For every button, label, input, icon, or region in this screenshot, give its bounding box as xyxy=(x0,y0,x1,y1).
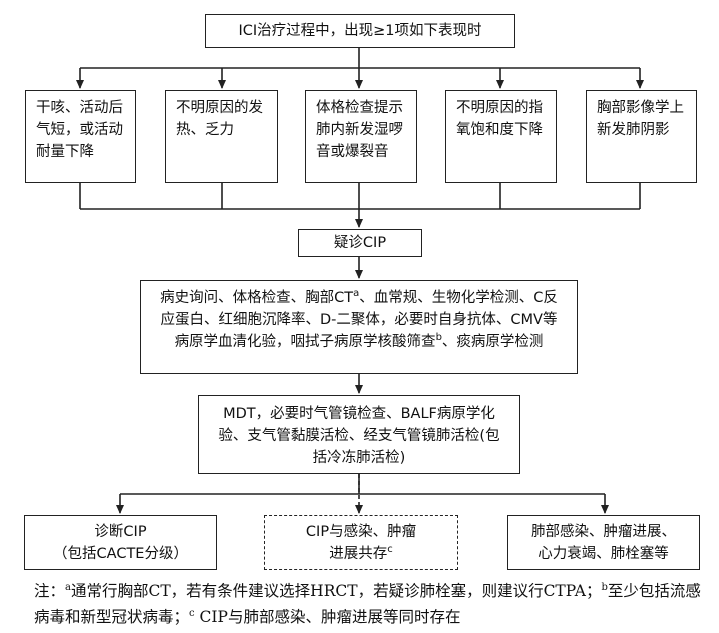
symptom-box-4: 不明原因的指氧饱和度下降 xyxy=(445,90,557,183)
diagnosis-box: 诊断CIP （包括CACTE分级） xyxy=(24,515,217,570)
footnote: 注：a通常行胸部CT，若有条件建议选择HRCT，若疑诊肺栓塞，则建议行CTPA；… xyxy=(34,578,712,630)
footnote-sup-c: c xyxy=(189,607,195,619)
symptom-box-5: 胸部影像学上新发肺阴影 xyxy=(586,90,697,183)
footnote-prefix: 注： xyxy=(34,582,66,600)
suspect-box: 疑诊CIP xyxy=(298,229,422,257)
footnote-sup-b: b xyxy=(601,581,608,593)
workup-box: 病史询问、体格检查、胸部CTa、血常规、生物化学检测、C反应蛋白、红细胞沉降率、… xyxy=(140,280,578,374)
workup-sup-b: b xyxy=(435,332,442,344)
footnote-sup-a: a xyxy=(65,581,71,593)
footnote-text-b: 至少包括流感病毒和新型冠状病毒； xyxy=(34,582,701,626)
symptom-text-2: 不明原因的发热、乏力 xyxy=(176,100,263,138)
trigger-box: ICI治疗过程中，出现≥1项如下表现时 xyxy=(205,14,515,48)
coexist-box: CIP与感染、肿瘤进展共存c xyxy=(264,515,458,570)
mdt-box: MDT，必要时气管镜检查、BALF病原学化验、支气管黏膜活检、经支气管镜肺活检(… xyxy=(198,395,520,474)
workup-text-a: 病史询问、体格检查、胸部CT xyxy=(160,290,354,306)
other-causes-box: 肺部感染、肿瘤进展、心力衰竭、肺栓塞等 xyxy=(507,515,700,570)
suspect-text: 疑诊CIP xyxy=(333,235,387,251)
coexist-sup: c xyxy=(387,543,393,555)
symptom-box-3: 体格检查提示肺内新发湿啰音或爆裂音 xyxy=(305,90,417,183)
symptom-text-1: 干咳、活动后气短，或活动耐量下降 xyxy=(36,100,123,160)
footnote-text-a: 通常行胸部CT，若有条件建议选择HRCT，若疑诊肺栓塞，则建议行CTPA； xyxy=(70,582,602,600)
workup-sup-a: a xyxy=(353,288,360,300)
diagnosis-subtext: （包括CACTE分级） xyxy=(53,545,188,562)
workup-text-c: 、痰病原学检测 xyxy=(441,334,544,350)
workup-text-b: 、血常规、生物化学检测、C反应蛋白、红细胞沉降率、D-二聚体，必要时自身抗体、C… xyxy=(160,290,558,350)
other-causes-text: 肺部感染、肿瘤进展、心力衰竭、肺栓塞等 xyxy=(531,523,676,562)
symptom-text-4: 不明原因的指氧饱和度下降 xyxy=(456,100,543,138)
diagnosis-text: 诊断CIP xyxy=(94,523,147,540)
symptom-text-5: 胸部影像学上新发肺阴影 xyxy=(597,100,684,138)
symptom-text-3: 体格检查提示肺内新发湿啰音或爆裂音 xyxy=(316,100,403,160)
trigger-text: ICI治疗过程中，出现≥1项如下表现时 xyxy=(238,23,482,39)
symptom-box-2: 不明原因的发热、乏力 xyxy=(165,90,278,183)
symptom-box-1: 干咳、活动后气短，或活动耐量下降 xyxy=(25,90,136,183)
mdt-text: MDT，必要时气管镜检查、BALF病原学化验、支气管黏膜活检、经支气管镜肺活检(… xyxy=(218,406,500,466)
coexist-text: CIP与感染、肿瘤进展共存 xyxy=(305,523,417,562)
footnote-text-c: CIP与肺部感染、肿瘤进展等同时存在 xyxy=(194,608,461,626)
